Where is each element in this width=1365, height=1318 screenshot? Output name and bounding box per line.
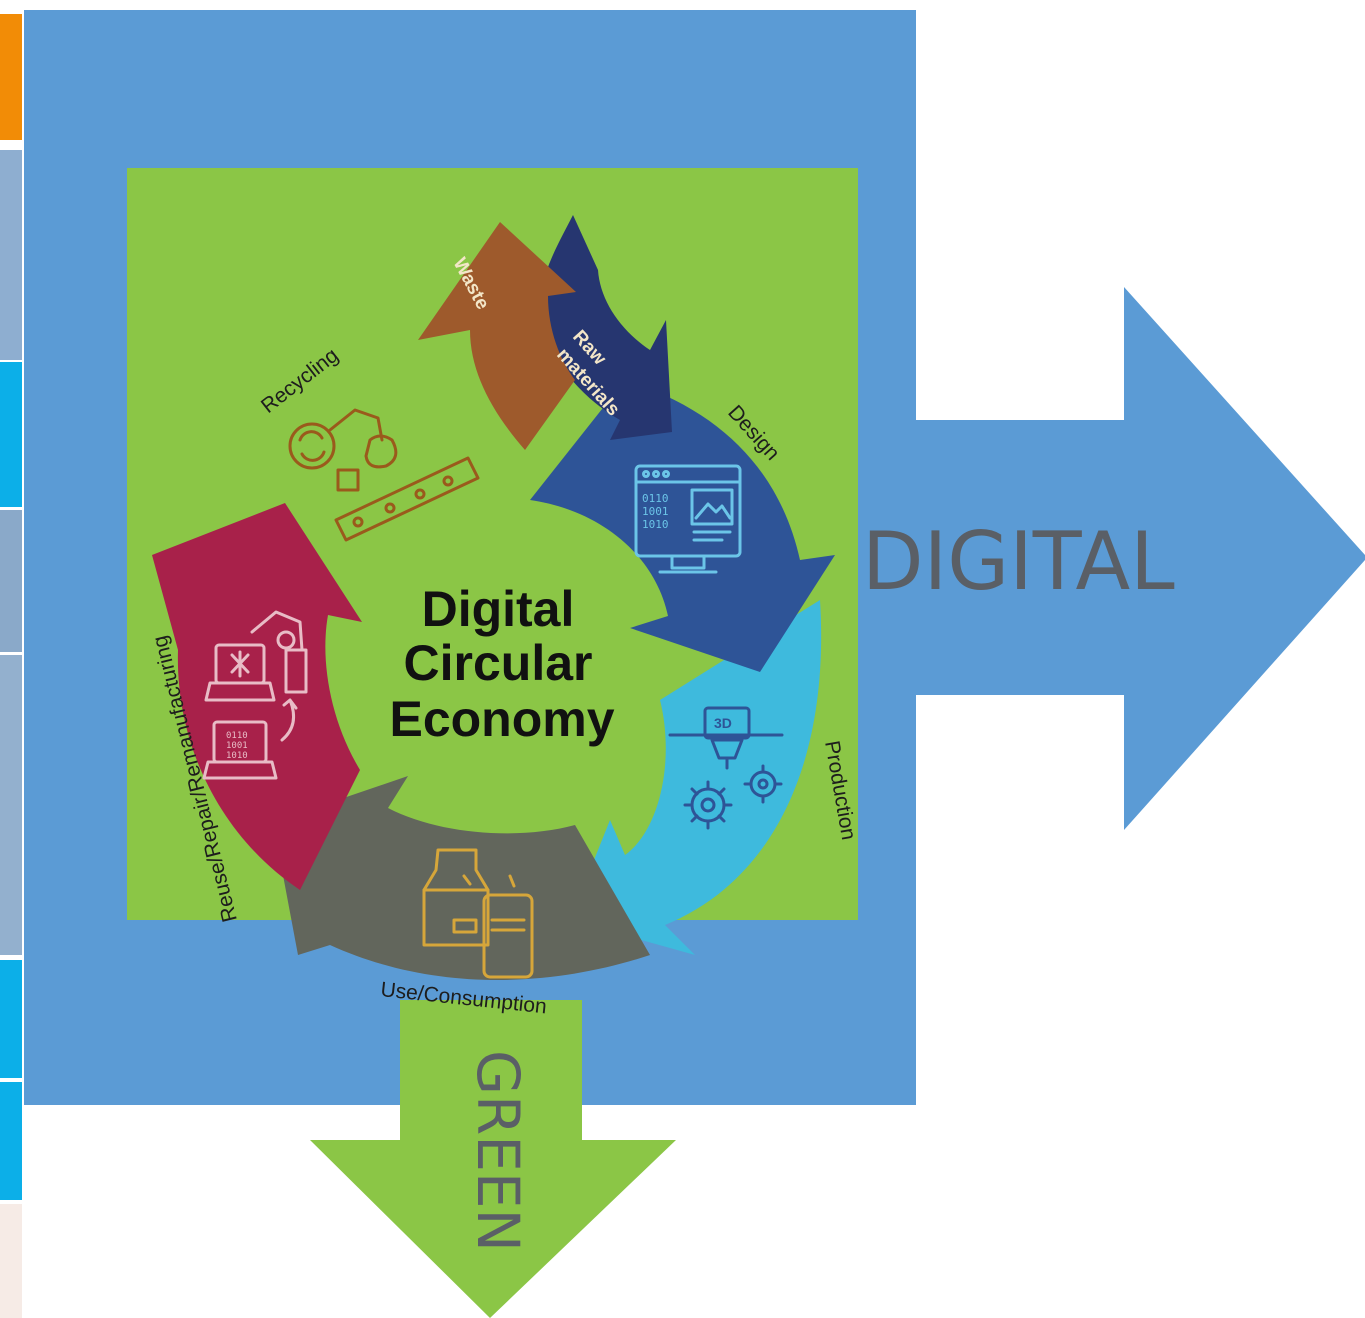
title-line-2: Circular (404, 635, 593, 691)
reuse-code-text: 0110 1001 1010 (226, 731, 248, 761)
design-code-text: 0110 1001 1010 (642, 492, 669, 531)
green-arrow (310, 1000, 676, 1318)
use-arc (273, 776, 650, 980)
digital-label: DIGITAL (862, 515, 1175, 608)
production-3d-printer-icon (668, 706, 784, 830)
design-code-line-3: 1010 (642, 518, 669, 531)
green-label: GREEN (464, 1050, 532, 1252)
reuse-repair-icon (202, 610, 308, 780)
title-line-1: Digital (422, 581, 575, 637)
design-code-line-2: 1001 (642, 505, 669, 518)
design-code-line-1: 0110 (642, 492, 669, 505)
waste-arrow (418, 222, 576, 450)
production-arc (570, 600, 822, 955)
recycling-robot-icon (288, 408, 480, 542)
reuse-code-line-2: 1001 (226, 741, 248, 751)
left-edge-strip (0, 14, 22, 1318)
production-3d-tag: 3D (714, 715, 732, 731)
reuse-code-line-1: 0110 (226, 731, 248, 741)
use-carton-phone-icon (422, 848, 534, 979)
reuse-arc (152, 503, 362, 890)
reuse-code-line-3: 1010 (226, 751, 248, 761)
raw-materials-arrow (540, 215, 672, 440)
design-arc (530, 380, 835, 672)
design-monitor-icon (634, 464, 742, 574)
digital-arrow (916, 287, 1365, 830)
title-line-3: Economy (389, 691, 614, 747)
